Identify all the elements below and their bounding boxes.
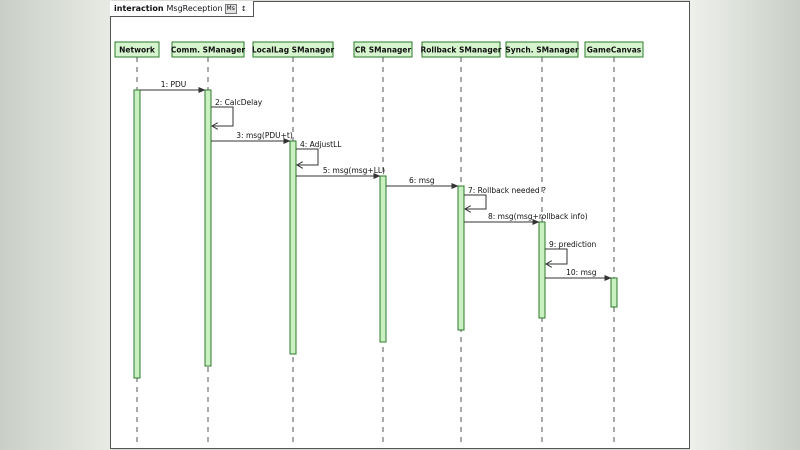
message-label: 6: msg [409, 176, 435, 185]
lifeline-label: Synch. SManager [505, 46, 579, 55]
message-4[interactable]: 4: AdjustLL [296, 140, 342, 165]
self-message-arrow [464, 194, 487, 209]
message-label: 1: PDU [161, 80, 186, 89]
message-6[interactable]: 6: msg [386, 176, 459, 189]
background-left [0, 0, 112, 450]
lifeline-label: GameCanvas [587, 46, 642, 55]
lifeline-head-box[interactable] [114, 41, 160, 58]
activation-bar-network [133, 89, 141, 379]
activation-bar-rollback [457, 185, 465, 331]
lifeline-label: LocalLag SManager [252, 46, 335, 55]
message-label: 3: msg(PDU+t) [236, 131, 293, 140]
message-label: 8: msg(msg+rollback info) [488, 212, 588, 221]
activation-bar-synch [538, 221, 546, 319]
lifeline-label: Network [119, 46, 156, 55]
message-label: 7: Rollback needed ? [468, 186, 546, 195]
activation-bar-cr [379, 175, 387, 343]
message-5[interactable]: 5: msg(msg+LL) [296, 166, 385, 179]
activation-bar-comm [204, 89, 212, 367]
message-label: 10: msg [566, 268, 597, 277]
lifeline-label: CR SManager [355, 46, 412, 55]
message-label: 2: CalcDelay [215, 98, 263, 107]
frame-keyword: interaction [114, 4, 164, 13]
message-1[interactable]: 1: PDU [140, 80, 206, 93]
lifeline-head-box[interactable] [421, 41, 501, 58]
message-8[interactable]: 8: msg(msg+rollback info) [464, 212, 588, 225]
lifeline-head-box[interactable] [252, 41, 334, 58]
self-message-arrow [211, 106, 234, 126]
frame-name: MsgReception [166, 4, 223, 13]
lifeline-head-box[interactable] [505, 41, 579, 58]
message-7[interactable]: 7: Rollback needed ? [464, 186, 546, 209]
lifeline-head-box[interactable] [353, 41, 413, 58]
message-label: 5: msg(msg+LL) [323, 166, 385, 175]
frame-tab-button[interactable]: Ms [224, 4, 237, 14]
message-2[interactable]: 2: CalcDelay [211, 98, 263, 126]
lifeline-head-box[interactable] [171, 41, 245, 58]
lifeline-label: Rollback SManager [420, 46, 501, 55]
lifeline-gamecanvas[interactable]: GameCanvas [584, 41, 644, 442]
message-label: 4: AdjustLL [300, 140, 342, 149]
message-3[interactable]: 3: msg(PDU+t) [211, 131, 293, 144]
lifeline-head-box[interactable] [584, 41, 644, 58]
activation-bar-gamecanvas [610, 277, 618, 308]
self-message-arrow [296, 148, 319, 165]
background-right [690, 0, 800, 450]
message-label: 9: prediction [549, 240, 597, 249]
message-10[interactable]: 10: msg [545, 268, 612, 281]
self-message-arrow [545, 248, 568, 264]
frame-tab-arrow-icon[interactable]: ↕ [240, 5, 247, 13]
lifeline-label: Comm. SManager [171, 46, 246, 55]
message-9[interactable]: 9: prediction [545, 240, 597, 264]
activation-bar-locallag [289, 140, 297, 355]
